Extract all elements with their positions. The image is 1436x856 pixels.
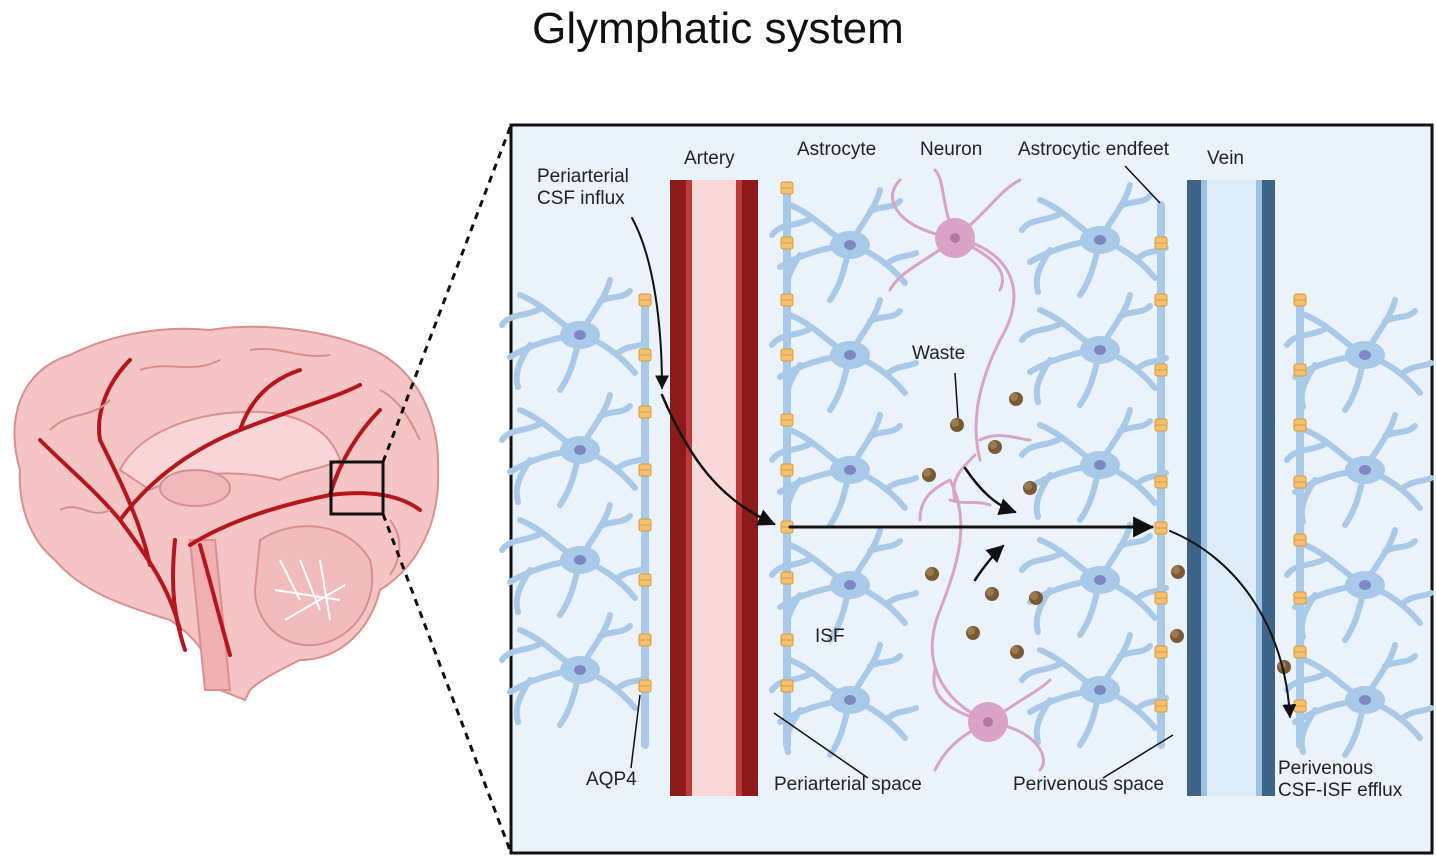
perivenous-efflux-arrow xyxy=(1169,530,1297,719)
waste-flow-arrow-lower xyxy=(973,544,1005,582)
label-astrocyte: Astrocyte xyxy=(797,139,877,160)
label-periarterial-space: Periarterial space xyxy=(774,774,922,795)
label-waste: Waste xyxy=(912,343,966,364)
periarterial-influx-arrow xyxy=(631,217,669,390)
label-vein: Vein xyxy=(1207,148,1244,169)
label-periarterial-influx-2: CSF influx xyxy=(537,188,625,209)
label-perivenous-efflux-2: CSF-ISF efflux xyxy=(1278,780,1403,801)
artery xyxy=(670,180,758,796)
page-title: Glymphatic system xyxy=(532,4,904,53)
label-periarterial-influx-1: Periarterial xyxy=(537,166,629,187)
label-isf: ISF xyxy=(815,626,845,647)
waste-flow-arrow-upper xyxy=(963,466,1017,516)
label-perivenous-efflux-1: Perivenous xyxy=(1278,758,1374,779)
vein xyxy=(1187,180,1275,796)
zoom-box xyxy=(329,460,385,516)
brain-sagittal-icon xyxy=(13,325,440,702)
label-artery: Artery xyxy=(684,148,735,169)
label-aqp4: AQP4 xyxy=(586,769,637,790)
label-perivenous-space: Perivenous space xyxy=(1013,774,1165,795)
neuron-cell-icon xyxy=(888,168,1052,772)
periarterial-to-isf-arrow xyxy=(660,393,776,526)
label-astrocytic-endfeet: Astrocytic endfeet xyxy=(1018,139,1170,160)
label-neuron: Neuron xyxy=(920,139,983,160)
